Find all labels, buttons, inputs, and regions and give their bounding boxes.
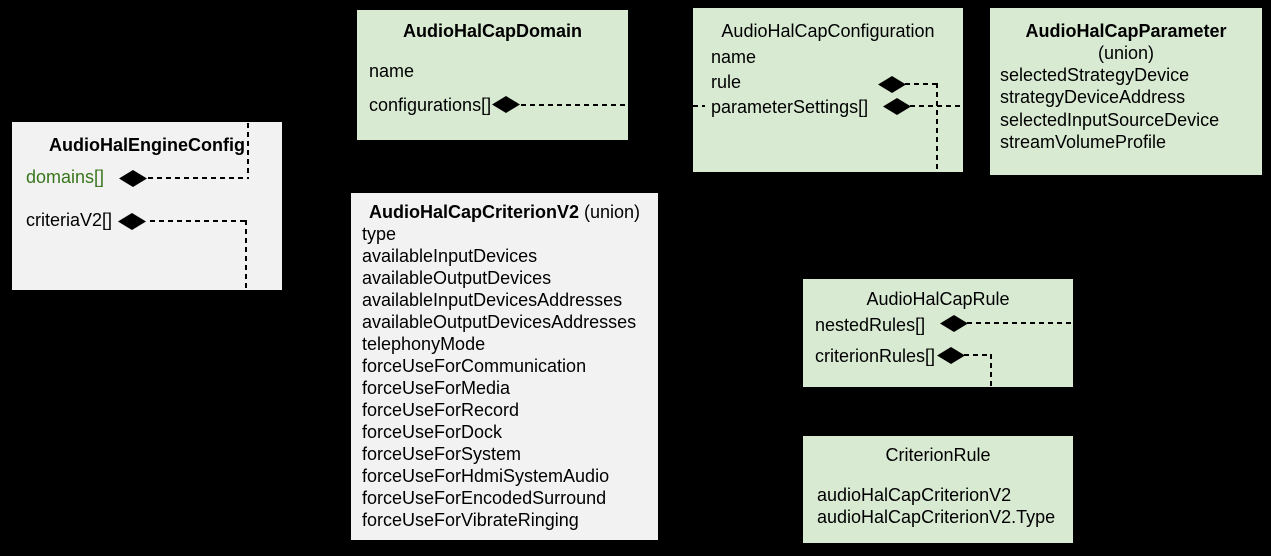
field-label: name (369, 60, 415, 81)
class-title: AudioHalCapParameter (1025, 21, 1227, 41)
field-row: availableInputDevices (351, 245, 658, 267)
field-row: streamVolumeProfile (990, 132, 1262, 155)
aggregation-diamond-icon (878, 76, 906, 93)
connector-dashed-line (967, 322, 1073, 324)
class-title: AudioHalCapCriterionV2 (union) (368, 202, 641, 222)
field-list: domains[] criteriaV2[] (12, 156, 282, 242)
connector-dashed-line (693, 105, 705, 107)
field-row: forceUseForHdmiSystemAudio (351, 465, 658, 487)
field-label: forceUseForRecord (362, 399, 520, 420)
field-label: availableOutputDevices (362, 267, 552, 288)
field-row: forceUseForCommunication (351, 355, 658, 377)
field-label: availableInputDevicesAddresses (362, 289, 623, 310)
class-subtitle: (union) (1097, 43, 1155, 63)
aggregation-diamond-icon (119, 170, 147, 187)
aggregation-diamond-icon (118, 213, 146, 230)
field-row: forceUseForMedia (351, 377, 658, 399)
connector-dashed-line (910, 105, 963, 107)
field-row: telephonyMode (351, 333, 658, 355)
field-label: configurations[] (369, 94, 492, 115)
class-title: AudioHalCapConfiguration (721, 21, 935, 41)
field-label: streamVolumeProfile (1000, 132, 1167, 153)
field-row: name (693, 45, 963, 70)
class-box-audio-hal-cap-domain: AudioHalCapDomain name configurations[] (357, 10, 628, 140)
connector-dashed-line (990, 354, 992, 387)
field-row: domains[] (12, 156, 282, 199)
class-title: CriterionRule (885, 445, 991, 465)
field-row: selectedStrategyDevice (990, 64, 1262, 87)
field-row: forceUseForEncodedSurround (351, 487, 658, 509)
connector-dashed-line (964, 354, 992, 356)
field-row: selectedInputSourceDevice (990, 109, 1262, 132)
field-row: availableOutputDevices (351, 267, 658, 289)
field-label: domains[] (26, 167, 105, 187)
field-row: parameterSettings[] (693, 95, 963, 120)
class-box-audio-hal-cap-configuration: AudioHalCapConfiguration name rule paramete… (693, 8, 963, 172)
aggregation-diamond-icon (492, 96, 520, 113)
class-title: AudioHalCapRule (866, 289, 1010, 309)
field-row: criterionRules[] (803, 341, 1073, 372)
field-label: forceUseForMedia (362, 377, 511, 398)
field-label: strategyDeviceAddress (1000, 87, 1186, 108)
connector-dashed-line (936, 83, 938, 172)
field-row: strategyDeviceAddress (990, 87, 1262, 110)
field-label: type (362, 223, 397, 244)
aggregation-diamond-icon (940, 315, 968, 332)
connector-dashed-line (150, 220, 247, 222)
connector-dashed-line (905, 83, 938, 85)
field-row: configurations[] (357, 88, 628, 122)
field-list: name rule parameterSettings[] (693, 42, 963, 120)
field-label: name (711, 47, 757, 67)
class-title: AudioHalCapDomain (402, 21, 582, 41)
field-label: forceUseForVibrateRinging (362, 509, 579, 530)
field-row: forceUseForRecord (351, 399, 658, 421)
field-label: forceUseForDock (362, 421, 503, 442)
field-list: name configurations[] (357, 42, 628, 122)
field-label: audioHalCapCriterionV2.Type (817, 506, 1056, 527)
field-label: forceUseForSystem (362, 443, 522, 464)
field-row: name (357, 54, 628, 88)
class-box-audio-hal-cap-rule: AudioHalCapRule nestedRules[] criterionRul… (803, 279, 1073, 387)
field-row: audioHalCapCriterionV2.Type (803, 506, 1073, 528)
field-label: availableOutputDevicesAddresses (362, 311, 637, 332)
field-row: type (351, 223, 658, 245)
class-title: AudioHalEngineConfig (49, 135, 245, 155)
field-row: availableInputDevicesAddresses (351, 289, 658, 311)
field-row: forceUseForSystem (351, 443, 658, 465)
class-box-audio-hal-cap-parameter: AudioHalCapParameter(union)selectedStrat… (990, 8, 1262, 175)
field-row: nestedRules[] (803, 310, 1073, 341)
field-label: parameterSettings[] (711, 97, 869, 117)
field-label: criterionRules[] (815, 346, 936, 366)
field-label: rule (711, 72, 742, 92)
field-label: forceUseForHdmiSystemAudio (362, 465, 610, 486)
field-row: availableOutputDevicesAddresses (351, 311, 658, 333)
field-label: selectedStrategyDevice (1000, 64, 1190, 85)
field-label: nestedRules[] (815, 315, 926, 335)
field-list: nestedRules[] criterionRules[] (803, 310, 1073, 372)
field-row: forceUseForVibrateRinging (351, 509, 658, 531)
class-box-audio-hal-engine-config: AudioHalEngineConfig domains[] criteriaV2[… (12, 122, 282, 290)
connector-dashed-line (521, 104, 628, 106)
field-label: criteriaV2[] (26, 210, 113, 230)
field-row: criteriaV2[] (12, 199, 282, 242)
field-row: rule (693, 70, 963, 95)
aggregation-diamond-icon (883, 98, 911, 115)
field-label: selectedInputSourceDevice (1000, 109, 1220, 130)
field-row: forceUseForDock (351, 421, 658, 443)
connector-dashed-line (247, 123, 249, 178)
connector-dashed-line (245, 220, 247, 289)
field-label: forceUseForCommunication (362, 355, 587, 376)
field-label: audioHalCapCriterionV2 (817, 484, 1012, 505)
aggregation-diamond-icon (937, 347, 965, 364)
field-label: forceUseForEncodedSurround (362, 487, 607, 508)
field-label: availableInputDevices (362, 245, 538, 266)
field-label: telephonyMode (362, 333, 486, 354)
field-row: audioHalCapCriterionV2 (803, 484, 1073, 506)
connector-dashed-line (148, 177, 249, 179)
